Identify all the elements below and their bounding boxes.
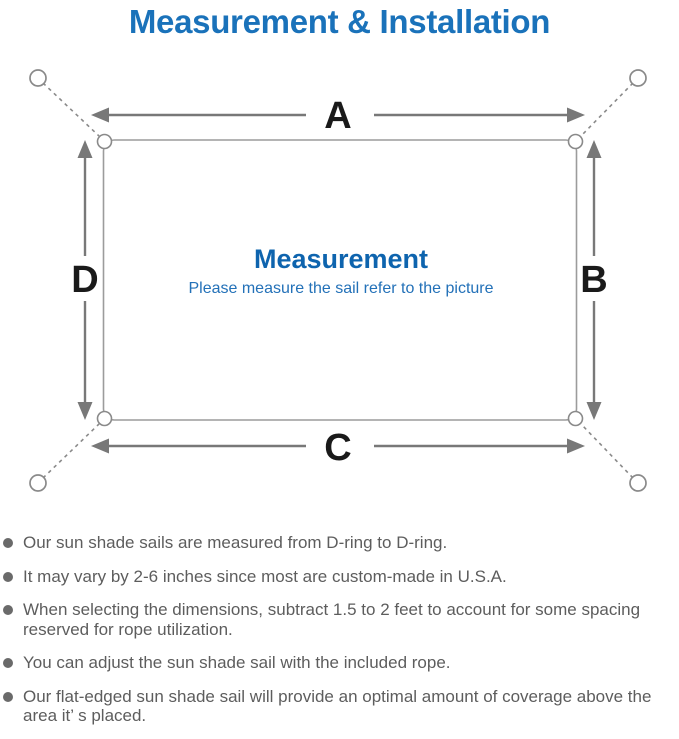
bullet-dot-icon: [3, 658, 13, 668]
d-ring-icon: [96, 410, 113, 427]
diagram-center-subtitle: Please measure the sail refer to the pic…: [188, 280, 493, 297]
dimension-arrow-d: [77, 140, 93, 420]
sail-rectangle: [102, 139, 578, 421]
diagram-center-title: Measurement: [254, 244, 428, 274]
dimension-label-d: D: [71, 259, 98, 301]
page-title: Measurement & Installation: [128, 3, 551, 40]
anchor-rings: [29, 69, 647, 492]
sail-measurement-diagram: A B C D Measurement Please measure the s…: [29, 69, 647, 492]
rope-line-bottom-right: [580, 423, 634, 479]
list-item-text: You can adjust the sun shade sail with t…: [23, 653, 451, 672]
rope-line-top-right: [580, 82, 634, 137]
list-item: Our flat-edged sun shade sail will provi…: [3, 687, 671, 726]
anchor-ring-icon: [29, 69, 47, 87]
bullet-dot-icon: [3, 605, 13, 615]
list-item-text: Our sun shade sails are measured from D-…: [23, 533, 448, 552]
anchor-ring-icon: [629, 69, 647, 87]
dimension-label-b: B: [580, 259, 607, 301]
dimension-label-a: A: [324, 95, 351, 137]
instruction-list: Our sun shade sails are measured from D-…: [3, 533, 671, 739]
list-item: When selecting the dimensions, subtract …: [3, 600, 671, 639]
dimension-arrow-a: [91, 107, 585, 123]
dashed-rope-lines: [42, 82, 634, 479]
list-item: You can adjust the sun shade sail with t…: [3, 653, 671, 673]
list-item: Our sun shade sails are measured from D-…: [3, 533, 671, 553]
sail-corner-d-rings: [96, 133, 584, 427]
list-item-text: It may vary by 2-6 inches since most are…: [23, 566, 507, 586]
anchor-ring-icon: [629, 474, 647, 492]
rope-line-top-left: [42, 82, 100, 137]
bullet-dot-icon: [3, 538, 13, 548]
dimension-arrow-c: [91, 438, 585, 454]
rope-line-bottom-left: [42, 423, 100, 479]
dimension-arrow-b: [586, 140, 602, 420]
list-item: It may vary by 2-6 inches since most are…: [3, 567, 671, 587]
list-item-text: When selecting the dimensions, subtract …: [23, 600, 641, 639]
bullet-dot-icon: [3, 571, 13, 582]
anchor-ring-icon: [29, 474, 47, 492]
d-ring-icon: [567, 410, 584, 427]
d-ring-icon: [567, 133, 584, 150]
dimension-label-c: C: [324, 427, 351, 469]
list-item-text: Our flat-edged sun shade sail will provi…: [23, 686, 652, 726]
bullet-dot-icon: [3, 691, 13, 702]
d-ring-icon: [96, 133, 113, 150]
